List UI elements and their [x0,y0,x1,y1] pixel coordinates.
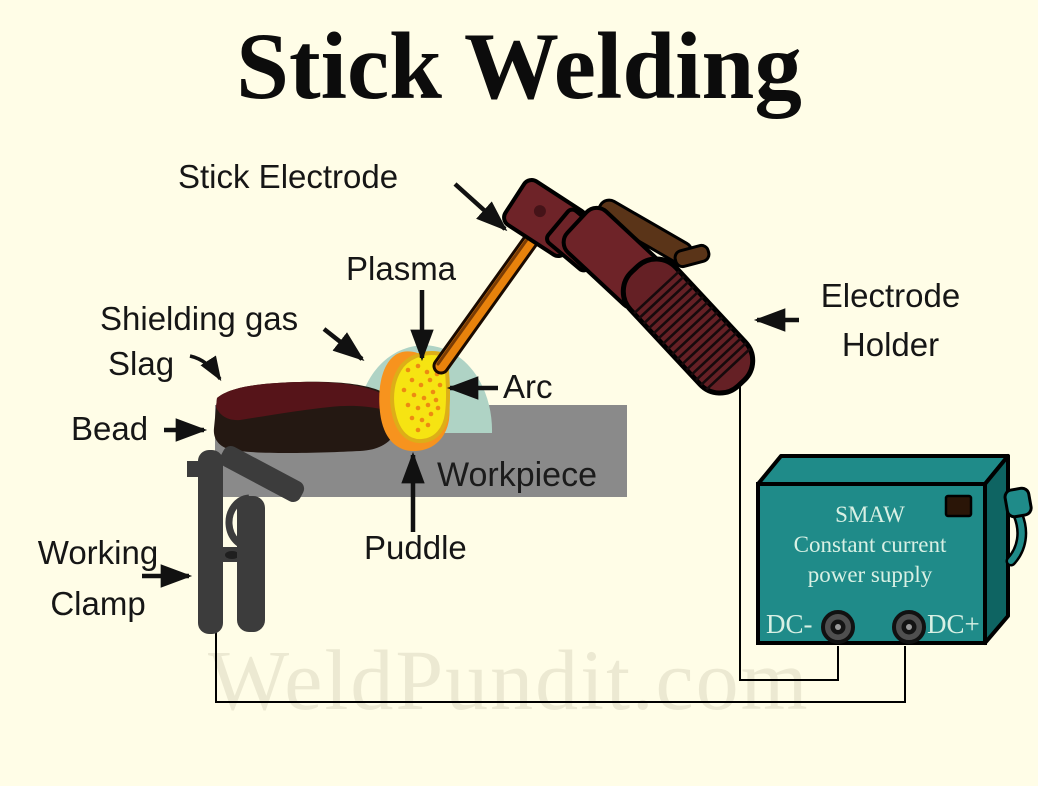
stick-electrode-arrow [453,182,508,232]
label-working-clamp-line1: Working [37,534,159,571]
holder-rivet [533,205,546,218]
clamp-pivot-hole [225,551,239,559]
label-workpiece: Workpiece [437,456,597,494]
label-working-clamp-line2: Clamp [50,585,146,622]
label-electrode-holder-line2: Holder [841,326,940,363]
dc-positive-socket[interactable] [892,610,926,644]
arc-sparks [401,363,443,433]
label-slag: Slag [108,345,175,382]
arc-flame [390,351,450,444]
power-supply-top-face [756,454,1010,486]
label-puddle: Puddle [364,529,467,566]
label-stick-electrode: Stick Electrode [178,158,399,195]
working-clamp [187,445,305,634]
clamp-right-arm [237,496,265,632]
power-supply-unit [756,454,1033,645]
slag-leader-line [189,354,222,382]
power-supply-label-line2: Constant current [793,532,947,557]
electrode-holder-cable [739,384,839,681]
label-electrode-holder: Electrode Holder [798,271,983,369]
dc-negative-label: DC- [766,609,813,639]
label-electrode-holder-line1: Electrode [820,277,961,314]
clamp-upper-handle [219,445,305,503]
power-supply-handle-arm [1008,512,1025,564]
label-shielding-gas: Shielding gas [100,300,299,337]
label-plasma: Plasma [346,250,457,287]
dc-positive-label: DC+ [927,609,980,639]
work-clamp-cable [215,630,906,703]
holder-lever-hook [673,243,711,269]
clamp-left-arm [198,450,223,634]
label-arc: Arc [503,368,553,405]
page-title: Stick Welding [236,13,802,119]
power-supply-label-line1: SMAW [835,502,905,527]
dc-negative-socket[interactable] [821,610,855,644]
power-supply-label: SMAW Constant current power supply [748,500,992,590]
holder-grip-ribs [633,270,752,392]
slag-layer [216,381,396,421]
label-working-clamp: Working Clamp [18,527,178,629]
shielding-gas-arrow [322,327,365,361]
watermark: WeldPundit.com [208,632,810,728]
power-supply-label-line3: power supply [807,562,933,587]
electrode-holder [502,178,764,404]
power-supply-handle-knob[interactable] [1003,486,1033,519]
power-switch[interactable] [944,494,973,518]
label-bead: Bead [71,410,149,447]
holder-grip[interactable] [612,248,764,404]
